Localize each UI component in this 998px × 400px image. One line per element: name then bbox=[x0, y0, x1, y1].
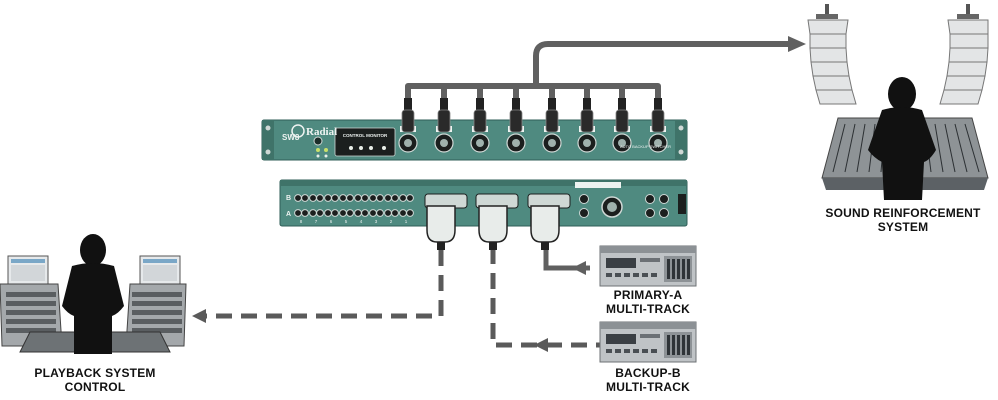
channel-number: 6 bbox=[330, 219, 333, 224]
sound-reinforcement-label: SOUND REINFORCEMENT SYSTEM bbox=[808, 206, 998, 234]
channel-number: 8 bbox=[300, 219, 303, 224]
rear-jack bbox=[331, 209, 339, 217]
rear-jack bbox=[384, 209, 392, 217]
rear-jack bbox=[324, 209, 332, 217]
xlr-connector bbox=[506, 98, 526, 153]
rear-jack bbox=[391, 194, 399, 202]
model-label: SW8 bbox=[282, 133, 300, 142]
row-b-label: B bbox=[286, 195, 291, 202]
rear-jack bbox=[309, 209, 317, 217]
channel-number: 7 bbox=[315, 219, 318, 224]
backup-line2: MULTI-TRACK bbox=[606, 380, 690, 394]
xlr-connector bbox=[398, 98, 418, 153]
xlr-connector bbox=[542, 98, 562, 153]
rear-jack bbox=[354, 194, 362, 202]
rear-jack bbox=[346, 194, 354, 202]
line-array-left bbox=[807, 4, 857, 105]
rear-jack bbox=[399, 209, 407, 217]
channel-number: 1 bbox=[405, 219, 408, 224]
rear-jack bbox=[316, 209, 324, 217]
channel-number: 5 bbox=[345, 219, 348, 224]
rear-jack bbox=[294, 194, 302, 202]
xlr-connector bbox=[434, 98, 454, 153]
channel-number: 2 bbox=[390, 219, 393, 224]
control-cable bbox=[192, 250, 444, 323]
xlr-connector bbox=[612, 98, 632, 153]
rear-jack bbox=[369, 209, 377, 217]
rear-jack bbox=[354, 209, 362, 217]
rear-jack bbox=[301, 194, 309, 202]
rear-jack bbox=[324, 194, 332, 202]
rear-jack bbox=[294, 209, 302, 217]
xlr-connector bbox=[577, 98, 597, 153]
primary-line1: PRIMARY-A bbox=[613, 288, 683, 302]
xlr-connector bbox=[648, 98, 668, 153]
channel-number: 3 bbox=[375, 219, 378, 224]
primary-recorder-label: PRIMARY-A MULTI-TRACK bbox=[578, 288, 718, 316]
rear-jack bbox=[339, 209, 347, 217]
rear-jack bbox=[339, 194, 347, 202]
rear-jack bbox=[391, 209, 399, 217]
rear-jack bbox=[406, 209, 414, 217]
backup-line1: BACKUP-B bbox=[615, 366, 681, 380]
rear-jack bbox=[309, 194, 317, 202]
channel-numbers: 8 7 6 5 4 3 2 1 bbox=[300, 219, 408, 224]
rear-jack bbox=[384, 194, 392, 202]
rear-jack bbox=[316, 194, 324, 202]
primary-line2: MULTI-TRACK bbox=[606, 302, 690, 316]
backup-recorder-label: BACKUP-B MULTI-TRACK bbox=[578, 366, 718, 394]
xlr-connector bbox=[470, 98, 490, 153]
rear-jack bbox=[361, 209, 369, 217]
switcher-caption: AUTO BACKUP SWITCHER bbox=[620, 144, 671, 149]
rear-jack bbox=[376, 194, 384, 202]
row-a-label: A bbox=[286, 211, 291, 218]
backup-input-cable bbox=[490, 248, 600, 352]
playback-line1: PLAYBACK SYSTEM bbox=[34, 366, 156, 380]
rear-jack bbox=[346, 209, 354, 217]
channel-number: 4 bbox=[360, 219, 363, 224]
main-output-cable bbox=[405, 36, 806, 100]
primary-recorder bbox=[599, 245, 697, 287]
control-monitor-label: CONTROL MONITOR bbox=[343, 133, 388, 138]
engineer-silhouette-right bbox=[868, 77, 936, 200]
xlr-connectors bbox=[398, 98, 668, 153]
line-array-right bbox=[939, 4, 989, 105]
playback-rig bbox=[0, 255, 187, 353]
operator-silhouette-left bbox=[62, 234, 124, 354]
primary-input-cable bbox=[543, 246, 590, 275]
playback-line2: CONTROL bbox=[64, 380, 126, 394]
brand-label: Radial bbox=[306, 126, 337, 138]
sound-reinforcement-line2: SYSTEM bbox=[877, 220, 929, 234]
backup-recorder bbox=[599, 321, 697, 363]
rear-jack bbox=[301, 209, 309, 217]
rear-jack bbox=[376, 209, 384, 217]
rear-jack bbox=[369, 194, 377, 202]
sound-reinforcement-line1: SOUND REINFORCEMENT bbox=[825, 206, 981, 220]
rear-jack bbox=[361, 194, 369, 202]
rear-jack bbox=[331, 194, 339, 202]
db25-plugs bbox=[426, 205, 560, 250]
rear-jacks bbox=[294, 194, 414, 217]
playback-label: PLAYBACK SYSTEM CONTROL bbox=[0, 366, 190, 394]
rear-jack bbox=[399, 194, 407, 202]
rear-jack bbox=[406, 194, 414, 202]
